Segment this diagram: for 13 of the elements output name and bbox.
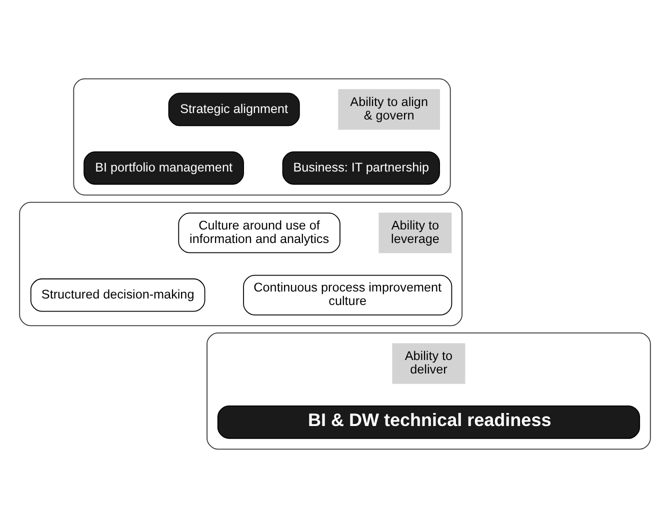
node-box: Strategic alignment bbox=[168, 92, 300, 126]
node-box: Structured decision-making bbox=[30, 278, 206, 312]
node-box: Ability to leverage bbox=[378, 212, 452, 253]
node-box: Culture around use of information and analytics bbox=[178, 212, 340, 253]
cluster bbox=[19, 201, 462, 326]
node-box: BI portfolio management bbox=[84, 150, 244, 184]
node-box: Continuous process improvement culture bbox=[243, 274, 452, 315]
node-box: Ability to align & govern bbox=[338, 88, 440, 130]
node-box: Ability to deliver bbox=[392, 342, 466, 384]
node-box: Business: IT partnership bbox=[282, 150, 440, 184]
cluster bbox=[206, 332, 651, 450]
node-box: BI & DW technical readiness bbox=[217, 404, 640, 438]
cluster bbox=[73, 78, 451, 195]
